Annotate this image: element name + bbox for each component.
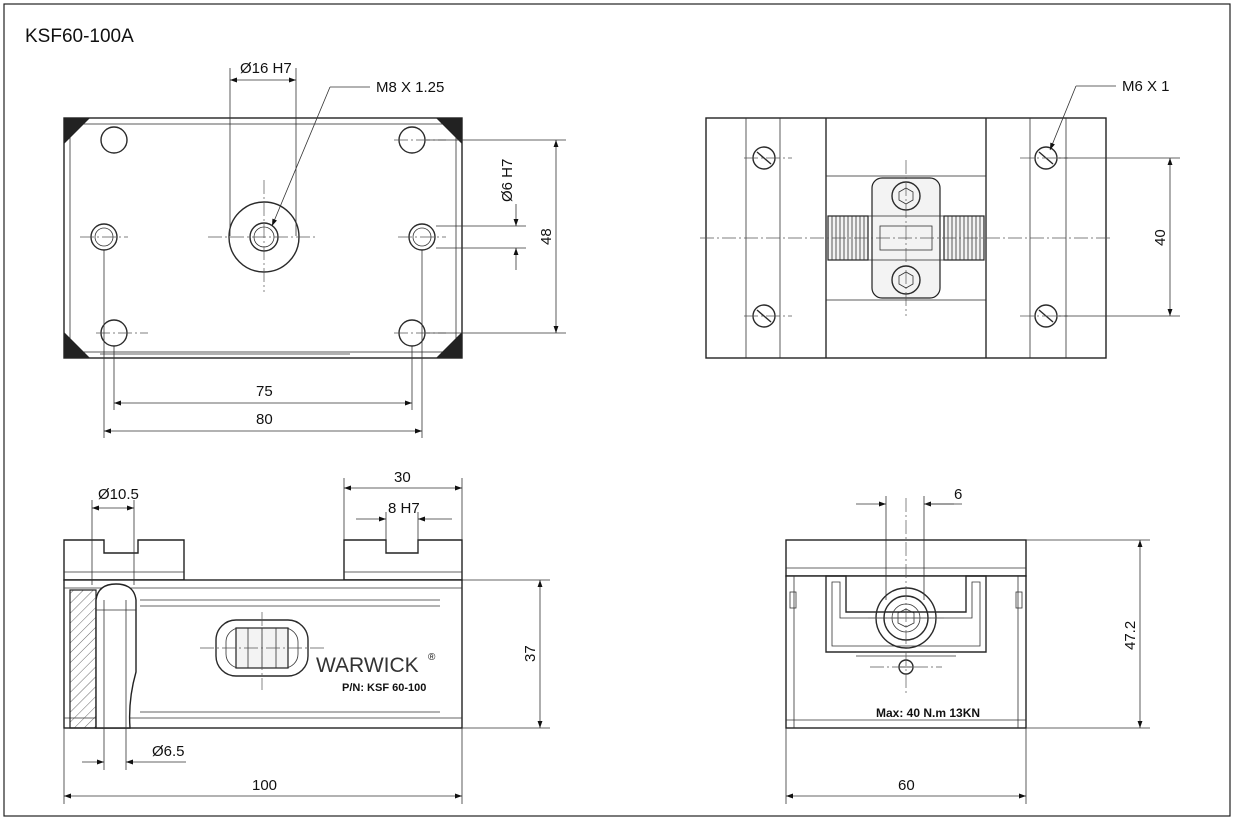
corner-chamfer-tr	[436, 118, 462, 144]
hatched-section	[69, 589, 97, 729]
jaw-screw	[1034, 146, 1058, 170]
mount-hole	[100, 126, 128, 154]
hole-callout: Ø10.5	[98, 486, 139, 503]
drawing-title: KSF60-100A	[25, 26, 134, 47]
thread-callout: M8 X 1.25	[376, 79, 444, 96]
dim-80: 80	[256, 411, 273, 428]
key-callout: 8 H7	[388, 500, 420, 517]
brand-mark: ®	[428, 652, 436, 663]
thread-callout-m6: M6 X 1	[1122, 78, 1170, 95]
bore-callout: Ø16 H7	[240, 60, 292, 77]
torque-rating: Max: 40 N.m 13KN	[876, 706, 980, 720]
corner-chamfer-bl	[64, 332, 90, 358]
moving-jaw	[343, 539, 463, 581]
top-view: Ø16 H7 M8 X 1.25 Ø6 H7 48 75 80	[63, 60, 566, 438]
side-view: Max: 40 N.m 13KN 6 47.2 60	[785, 486, 1150, 804]
drawing-frame	[3, 3, 1231, 817]
fixed-jaw	[63, 539, 185, 581]
dim-6: 6	[954, 486, 962, 503]
pin-callout: Ø6 H7	[499, 159, 516, 202]
dim-30: 30	[394, 469, 411, 486]
small-hole-callout: Ø6.5	[152, 743, 185, 760]
front-view: WARWICK ® P/N: KSF 60-100 Ø10.5 30 8 H7 …	[63, 469, 550, 804]
dim-37: 37	[522, 645, 539, 662]
dim-47-2: 47.2	[1122, 621, 1139, 650]
corner-chamfer-br	[436, 332, 462, 358]
top-view-body	[63, 117, 463, 359]
dim-75: 75	[256, 383, 273, 400]
top-view-inner-edge	[69, 123, 457, 353]
dim-40: 40	[1152, 229, 1169, 246]
dim-100: 100	[252, 777, 277, 794]
top-right-view: M6 X 1 40	[700, 78, 1180, 359]
brand-name: WARWICK	[316, 654, 419, 677]
jaw-screw	[1034, 304, 1058, 328]
dim-48: 48	[538, 228, 555, 245]
dim-60: 60	[898, 777, 915, 794]
counterbore	[95, 583, 137, 729]
part-number: P/N: KSF 60-100	[342, 682, 426, 694]
corner-chamfer-tl	[64, 118, 90, 144]
